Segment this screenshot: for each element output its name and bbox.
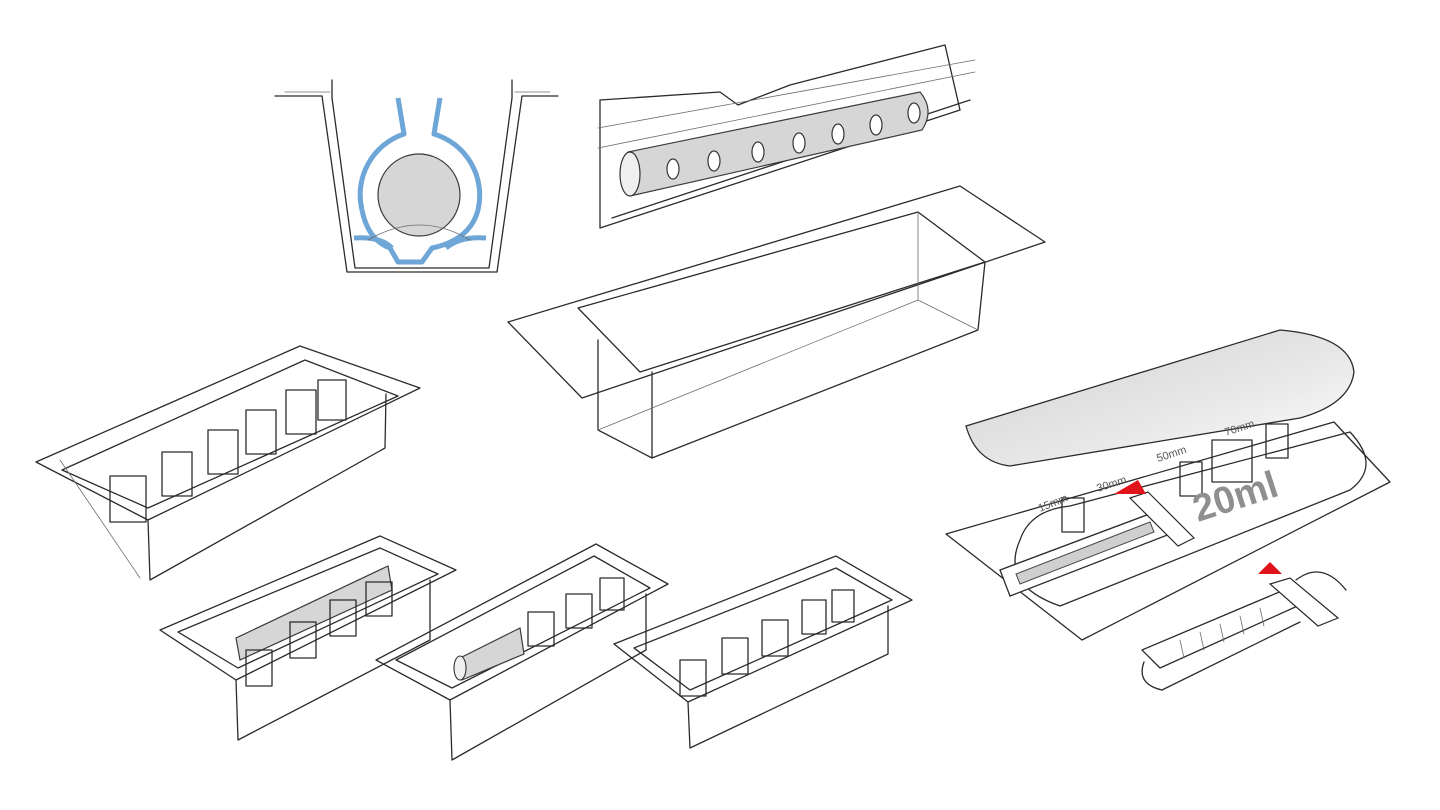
- insert-tray-variant-3: [613, 555, 913, 749]
- label-15mm: 15mm: [1037, 492, 1070, 515]
- level-marker: [1114, 480, 1146, 494]
- insert-tray-variant-1: [159, 535, 457, 741]
- cross-section-sketch: [274, 79, 559, 273]
- scoop-sketch: [1141, 562, 1347, 691]
- insert-tray-large: [35, 345, 421, 581]
- scoop-marker: [1258, 562, 1282, 574]
- open-tray-sketch: [507, 185, 1046, 459]
- tube-channel-sketch: [597, 44, 976, 229]
- insert-tray-variant-2: [375, 543, 669, 761]
- measuring-tray-sketch: 15mm 30mm 50mm 70mm 20ml: [945, 329, 1391, 641]
